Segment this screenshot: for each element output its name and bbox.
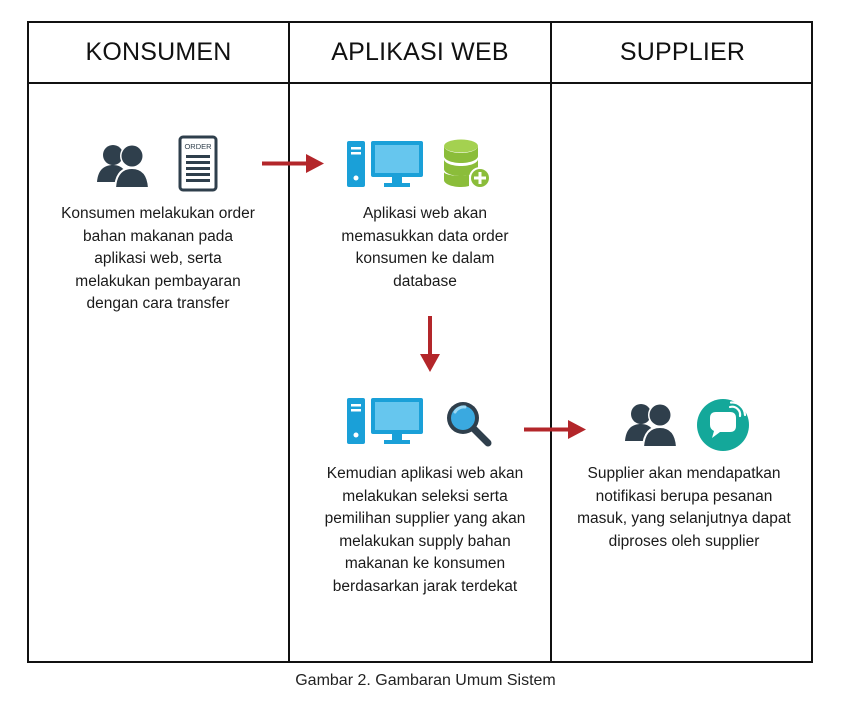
users-icon <box>97 144 151 189</box>
order-label: ORDER <box>184 142 212 151</box>
order-document-icon: ORDER <box>178 135 218 192</box>
step-aplikasi-seleksi: Kemudian aplikasi web akan melakukan sel… <box>324 465 526 595</box>
arrow-right-icon <box>262 154 324 173</box>
chat-notification-icon <box>697 399 749 451</box>
diagram-frame: KONSUMEN APLIKASI WEB SUPPLIER <box>27 21 813 663</box>
arrow-right-icon <box>524 420 586 439</box>
computer-icon <box>347 398 423 444</box>
database-add-icon <box>444 139 491 189</box>
computer-icon <box>347 141 423 187</box>
column-title-supplier: SUPPLIER <box>619 38 746 66</box>
column-title-konsumen: KONSUMEN <box>85 38 232 66</box>
header-divider <box>29 82 811 84</box>
figure-caption: Gambar 2. Gambaran Umum Sistem <box>295 672 556 689</box>
step-konsumen-order: Konsumen melakukan order bahan makanan p… <box>61 205 255 312</box>
step-supplier-notifikasi: Supplier akan mendapatkan notifikasi ber… <box>577 465 791 550</box>
column-divider-2 <box>550 23 552 661</box>
users-icon <box>625 403 679 448</box>
step-aplikasi-database: Aplikasi web akan memasukkan data order … <box>341 205 509 290</box>
arrow-down-icon <box>420 316 440 372</box>
search-icon <box>447 402 492 447</box>
column-title-aplikasi-web: APLIKASI WEB <box>331 38 509 66</box>
column-divider-1 <box>288 23 290 661</box>
